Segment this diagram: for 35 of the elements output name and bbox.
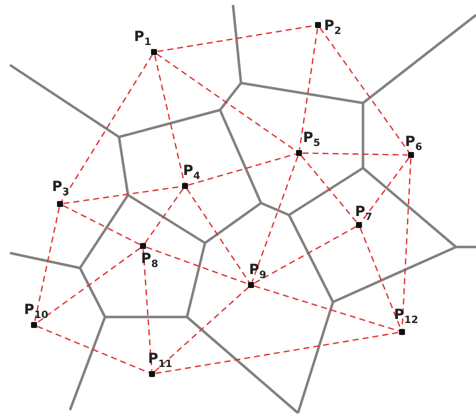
delaunay-edge [34, 207, 60, 322]
delaunay-edge [146, 246, 248, 284]
delaunay-edge [188, 153, 296, 186]
delaunay-edge [61, 54, 153, 202]
delaunay-edge [62, 205, 140, 245]
delaunay-edge [144, 188, 184, 244]
point-label: P$_{11}$ [148, 352, 172, 370]
point-label: P$_{7}$ [355, 205, 372, 223]
delaunay-edge [360, 228, 402, 329]
delaunay-edge [302, 152, 408, 156]
delaunay-edge [154, 286, 249, 372]
point-label: P$_{12}$ [394, 308, 418, 326]
delaunay-edge [360, 157, 410, 223]
delaunay-edge [254, 226, 356, 284]
point-label: P$_{6}$ [405, 135, 422, 153]
delaunay-edge [36, 326, 150, 374]
delaunay-edge [186, 188, 250, 282]
point-label: P$_{4}$ [183, 164, 200, 182]
point-label: P$_{8}$ [141, 252, 158, 270]
delaunay-edge [298, 28, 318, 150]
point-label: P$_{10}$ [24, 303, 48, 321]
delaunay-edge [300, 155, 358, 223]
point-label: P$_{1}$ [134, 30, 152, 48]
point-label: P$_{2}$ [324, 19, 342, 37]
delaunay-edge [254, 285, 399, 332]
delaunay-edge [320, 27, 410, 153]
point-label: P$_{9}$ [249, 263, 266, 281]
point-label: P$_{5}$ [303, 131, 320, 149]
delaunay-edge [142, 249, 152, 371]
delaunay-edge [156, 53, 296, 152]
point-label: P$_{3}$ [52, 180, 70, 198]
delaunay-edge [154, 55, 185, 183]
delaunay-edge [252, 156, 298, 282]
delaunay-edge [36, 248, 141, 324]
delaunay-edge [155, 332, 399, 374]
